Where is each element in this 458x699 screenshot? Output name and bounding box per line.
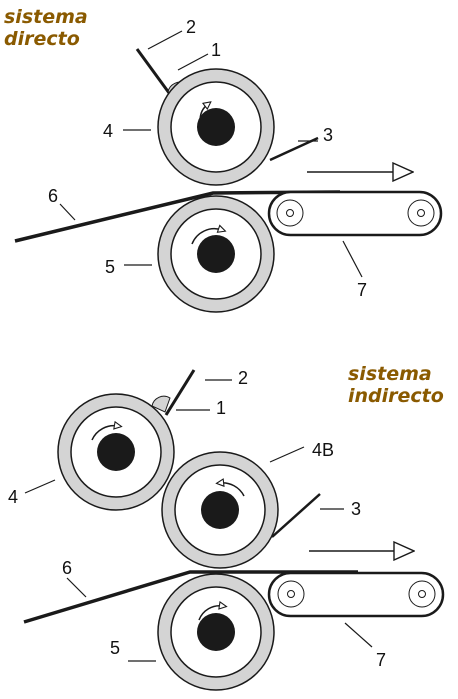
direct-roller-5-hub <box>197 235 235 273</box>
indirect-roller-4 <box>57 393 175 511</box>
direct-label-6: 6 <box>48 186 58 206</box>
direct-leader-7 <box>342 240 363 278</box>
direct-label-5: 5 <box>105 257 115 277</box>
direct-roller-4-rotation-arrow <box>199 104 208 136</box>
direct-system: 2 1 4 3 6 5 7 <box>14 17 443 313</box>
direct-blade-3 <box>269 136 319 162</box>
indirect-leader-4 <box>24 479 56 494</box>
indirect-roller-5 <box>157 573 275 691</box>
direct-label-1: 1 <box>211 40 221 60</box>
direct-roller-5 <box>157 195 275 313</box>
indirect-roller-4b <box>161 451 279 569</box>
indirect-title-line2: indirecto <box>348 385 444 407</box>
indirect-system: 2 1 4B 4 3 6 5 7 <box>8 368 445 691</box>
indirect-roller-4-rotation-arrow <box>91 426 118 441</box>
direct-title-line2: directo <box>4 28 80 50</box>
direct-title: sistema directo <box>4 6 88 50</box>
indirect-leader-7 <box>344 622 373 648</box>
indirect-roller-4-hub <box>97 433 135 471</box>
direct-roller-5-rotation-arrow <box>191 229 222 245</box>
indirect-title-line1: sistema <box>348 363 432 385</box>
indirect-label-7: 7 <box>376 650 386 670</box>
direct-leader-6 <box>59 203 76 221</box>
indirect-title: sistema indirecto <box>348 363 444 407</box>
indirect-doctor-blade <box>164 369 196 416</box>
indirect-leader-4b <box>269 446 305 463</box>
indirect-label-5: 5 <box>110 638 120 658</box>
indirect-leader-6 <box>66 577 87 598</box>
direct-label-7: 7 <box>357 280 367 300</box>
indirect-roller-4b-rotation-arrow <box>220 483 245 497</box>
indirect-roller-5-hub <box>197 613 235 651</box>
direct-label-3: 3 <box>323 125 333 145</box>
indirect-conveyor-belt <box>267 571 445 618</box>
indirect-label-6: 6 <box>62 558 72 578</box>
indirect-roller-5-rotation-arrow <box>198 606 223 621</box>
indirect-label-4: 4 <box>8 487 18 507</box>
indirect-blade-3 <box>271 493 321 538</box>
direct-leader-1 <box>177 53 209 71</box>
indirect-label-1: 1 <box>216 398 226 418</box>
direct-roller-4-hub <box>197 108 235 146</box>
indirect-label-3: 3 <box>351 499 361 519</box>
direct-title-line1: sistema <box>4 6 88 28</box>
direct-label-4: 4 <box>103 121 113 141</box>
direct-doctor-blade <box>135 48 174 98</box>
direct-label-2: 2 <box>186 17 196 37</box>
direct-leader-2 <box>147 30 183 50</box>
direct-conveyor-belt <box>267 190 443 237</box>
indirect-label-2: 2 <box>238 368 248 388</box>
direct-roller-4 <box>157 68 275 186</box>
indirect-label-4b: 4B <box>312 440 334 460</box>
indirect-roller-4b-hub <box>201 491 239 529</box>
indirect-blade-1 <box>151 395 171 413</box>
